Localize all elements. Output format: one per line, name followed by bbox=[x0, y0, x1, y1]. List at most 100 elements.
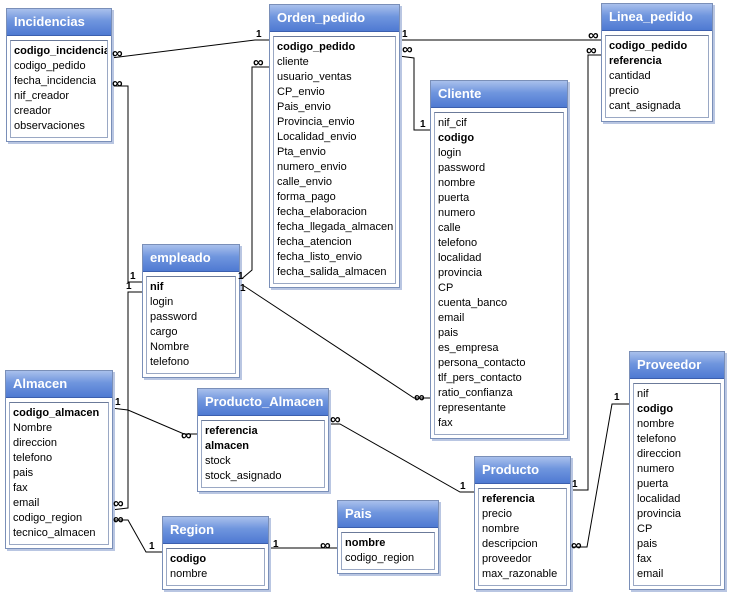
field-direccion[interactable]: direccion bbox=[13, 437, 58, 449]
field-provincia[interactable]: provincia bbox=[637, 508, 682, 520]
field-tecnico-almacen[interactable]: tecnico_almacen bbox=[13, 527, 96, 539]
field-fecha-incidencia[interactable]: fecha_incidencia bbox=[14, 75, 96, 87]
field-fecha-listo-envio[interactable]: fecha_listo_envio bbox=[277, 251, 363, 263]
field-es-empresa[interactable]: es_empresa bbox=[438, 342, 499, 354]
field-creador[interactable]: creador bbox=[14, 105, 52, 117]
field-cp[interactable]: CP bbox=[637, 523, 653, 535]
field-cliente[interactable]: cliente bbox=[277, 56, 309, 68]
field-localidad-envio[interactable]: Localidad_envio bbox=[277, 131, 357, 143]
field-cant-asignada[interactable]: cant_asignada bbox=[609, 100, 681, 112]
field-forma-pago[interactable]: forma_pago bbox=[277, 191, 336, 203]
field-provincia-envio[interactable]: Provincia_envio bbox=[277, 116, 355, 128]
field-fecha-llegada-almacen[interactable]: fecha_llegada_almacen bbox=[277, 221, 394, 233]
field-persona-contacto[interactable]: persona_contacto bbox=[438, 357, 526, 369]
field-almacen[interactable]: almacen bbox=[205, 440, 250, 452]
field-codigo-almacen[interactable]: codigo_almacen bbox=[13, 407, 100, 419]
field-nombre[interactable]: Nombre bbox=[150, 341, 190, 353]
field-tlf-pers-contacto[interactable]: tlf_pers_contacto bbox=[438, 372, 522, 384]
field-max-razonable[interactable]: max_razonable bbox=[482, 568, 558, 580]
field-puerta[interactable]: puerta bbox=[438, 192, 470, 204]
field-nombre[interactable]: nombre bbox=[345, 537, 386, 549]
field-puerta[interactable]: puerta bbox=[637, 478, 669, 490]
field-numero-envio[interactable]: numero_envio bbox=[277, 161, 347, 173]
field-pta-envio[interactable]: Pta_envio bbox=[277, 146, 326, 158]
field-login[interactable]: login bbox=[438, 147, 462, 159]
field-telefono[interactable]: telefono bbox=[150, 356, 190, 368]
field-pais[interactable]: pais bbox=[13, 467, 34, 479]
field-cp[interactable]: CP bbox=[438, 282, 454, 294]
field-ratio-confianza[interactable]: ratio_confianza bbox=[438, 387, 513, 399]
field-precio[interactable]: precio bbox=[609, 85, 639, 97]
field-codigo-pedido[interactable]: codigo_pedido bbox=[14, 60, 86, 72]
field-provincia[interactable]: provincia bbox=[438, 267, 483, 279]
field-descripcion[interactable]: descripcion bbox=[482, 538, 538, 550]
field-codigo-pedido[interactable]: codigo_pedido bbox=[609, 40, 688, 52]
field-codigo-region[interactable]: codigo_region bbox=[13, 512, 83, 524]
field-cantidad[interactable]: cantidad bbox=[609, 70, 651, 82]
field-nombre[interactable]: nombre bbox=[482, 523, 520, 535]
field-nombre[interactable]: nombre bbox=[170, 568, 208, 580]
field-pais[interactable]: pais bbox=[637, 538, 658, 550]
field-nombre[interactable]: Nombre bbox=[13, 422, 53, 434]
field-nombre[interactable]: nombre bbox=[637, 418, 675, 430]
field-calle-envio[interactable]: calle_envio bbox=[277, 176, 333, 188]
field-fecha-elaboracion[interactable]: fecha_elaboracion bbox=[277, 206, 367, 218]
field-codigo[interactable]: codigo bbox=[438, 132, 475, 144]
field-stock[interactable]: stock bbox=[205, 455, 231, 467]
field-codigo[interactable]: codigo bbox=[637, 403, 674, 415]
field-nif-creador[interactable]: nif_creador bbox=[14, 90, 70, 102]
field-pais[interactable]: pais bbox=[438, 327, 459, 339]
field-codigo-pedido[interactable]: codigo_pedido bbox=[277, 41, 356, 53]
field-fax[interactable]: fax bbox=[438, 417, 453, 429]
field-nif-cif[interactable]: nif_cif bbox=[438, 117, 467, 129]
field-localidad[interactable]: localidad bbox=[438, 252, 482, 264]
field-password[interactable]: password bbox=[150, 311, 198, 323]
field-precio[interactable]: precio bbox=[482, 508, 512, 520]
field-nif[interactable]: nif bbox=[150, 281, 164, 293]
field-numero[interactable]: numero bbox=[637, 463, 675, 475]
field-stock-asignado[interactable]: stock_asignado bbox=[205, 470, 282, 482]
field-codigo-incidencia[interactable]: codigo_incidencia bbox=[14, 45, 108, 57]
field-proveedor[interactable]: proveedor bbox=[482, 553, 532, 565]
field-email[interactable]: email bbox=[438, 312, 465, 324]
field-fax[interactable]: fax bbox=[637, 553, 652, 565]
field-password[interactable]: password bbox=[438, 162, 486, 174]
field-telefono[interactable]: telefono bbox=[13, 452, 53, 464]
field-referencia[interactable]: referencia bbox=[205, 425, 258, 437]
field-fecha-atencion[interactable]: fecha_atencion bbox=[277, 236, 352, 248]
field-fax[interactable]: fax bbox=[13, 482, 28, 494]
field-nombre[interactable]: nombre bbox=[438, 177, 476, 189]
field-cuenta-banco[interactable]: cuenta_banco bbox=[438, 297, 508, 309]
field-email[interactable]: email bbox=[13, 497, 40, 509]
field-login[interactable]: login bbox=[150, 296, 174, 308]
field-representante[interactable]: representante bbox=[438, 402, 506, 414]
field-email[interactable]: email bbox=[637, 568, 664, 580]
field-direccion[interactable]: direccion bbox=[637, 448, 682, 460]
field-usuario-ventas[interactable]: usuario_ventas bbox=[277, 71, 352, 83]
field-telefono[interactable]: telefono bbox=[637, 433, 677, 445]
field-referencia[interactable]: referencia bbox=[609, 55, 662, 67]
field-numero[interactable]: numero bbox=[438, 207, 476, 219]
field-referencia[interactable]: referencia bbox=[482, 493, 535, 505]
field-codigo-region[interactable]: codigo_region bbox=[345, 552, 415, 564]
field-codigo[interactable]: codigo bbox=[170, 553, 207, 565]
field-localidad[interactable]: localidad bbox=[637, 493, 681, 505]
field-cp-envio[interactable]: CP_envio bbox=[277, 86, 325, 98]
field-observaciones[interactable]: observaciones bbox=[14, 120, 85, 132]
field-telefono[interactable]: telefono bbox=[438, 237, 478, 249]
field-pais-envio[interactable]: Pais_envio bbox=[277, 101, 331, 113]
field-nif[interactable]: nif bbox=[637, 388, 649, 400]
field-fecha-salida-almacen[interactable]: fecha_salida_almacen bbox=[277, 266, 387, 278]
field-cargo[interactable]: cargo bbox=[150, 326, 178, 338]
